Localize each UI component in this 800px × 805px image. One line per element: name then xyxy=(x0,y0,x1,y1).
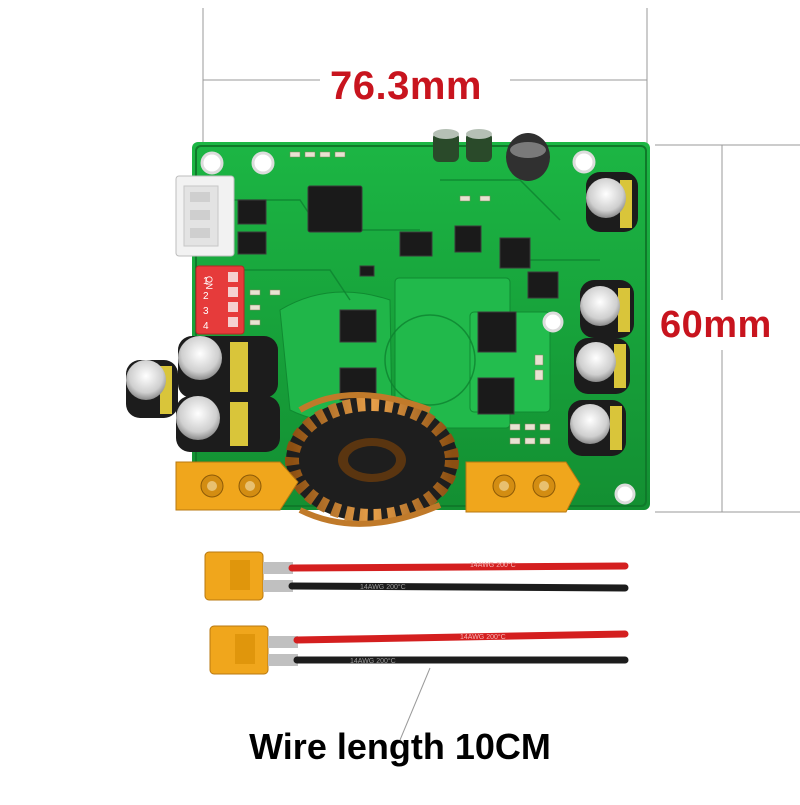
right-capacitors xyxy=(568,172,638,456)
svg-text:4: 4 xyxy=(203,321,209,332)
small-capacitors xyxy=(433,129,550,181)
width-dimension-label: 76.3mm xyxy=(330,64,482,108)
left-capacitors xyxy=(126,336,280,452)
cable-2-marking-black: 14AWG 200°C xyxy=(350,657,396,665)
cable-1-marking-black: 14AWG 200°C xyxy=(360,583,406,591)
xt60-output-connector xyxy=(465,461,581,513)
dip-switch-pos-4: 4 xyxy=(203,321,209,332)
dip-switch: ON 1 2 3 4 xyxy=(195,265,245,335)
jst-connector xyxy=(175,175,235,257)
wire-length-caption: Wire length 10CM xyxy=(249,726,551,767)
cable-2-marking-red: 14AWG 200°C xyxy=(460,633,506,641)
svg-text:1: 1 xyxy=(203,276,209,287)
smd-components xyxy=(249,151,551,445)
svg-text:3: 3 xyxy=(203,306,209,317)
ic-chips xyxy=(237,185,559,415)
dip-switch-pos-1: 1 xyxy=(203,276,209,287)
cable-1-marking-red: 14AWG 200°C xyxy=(470,561,516,569)
dip-switch-on-label: ON xyxy=(204,276,214,290)
dip-switch-pos-3: 3 xyxy=(203,306,209,317)
height-dimension-label: 60mm xyxy=(660,304,772,346)
xt60-cable-1: 14AWG 200°C 14AWG 200°C xyxy=(204,551,629,601)
dimension-lines xyxy=(202,8,800,741)
toroid-inductor xyxy=(285,392,459,527)
xt60-input-connector xyxy=(175,461,299,511)
dip-switch-pos-2: 2 xyxy=(203,291,209,302)
xt60-cable-2: 14AWG 200°C 14AWG 200°C xyxy=(209,625,629,675)
svg-text:2: 2 xyxy=(203,291,209,302)
